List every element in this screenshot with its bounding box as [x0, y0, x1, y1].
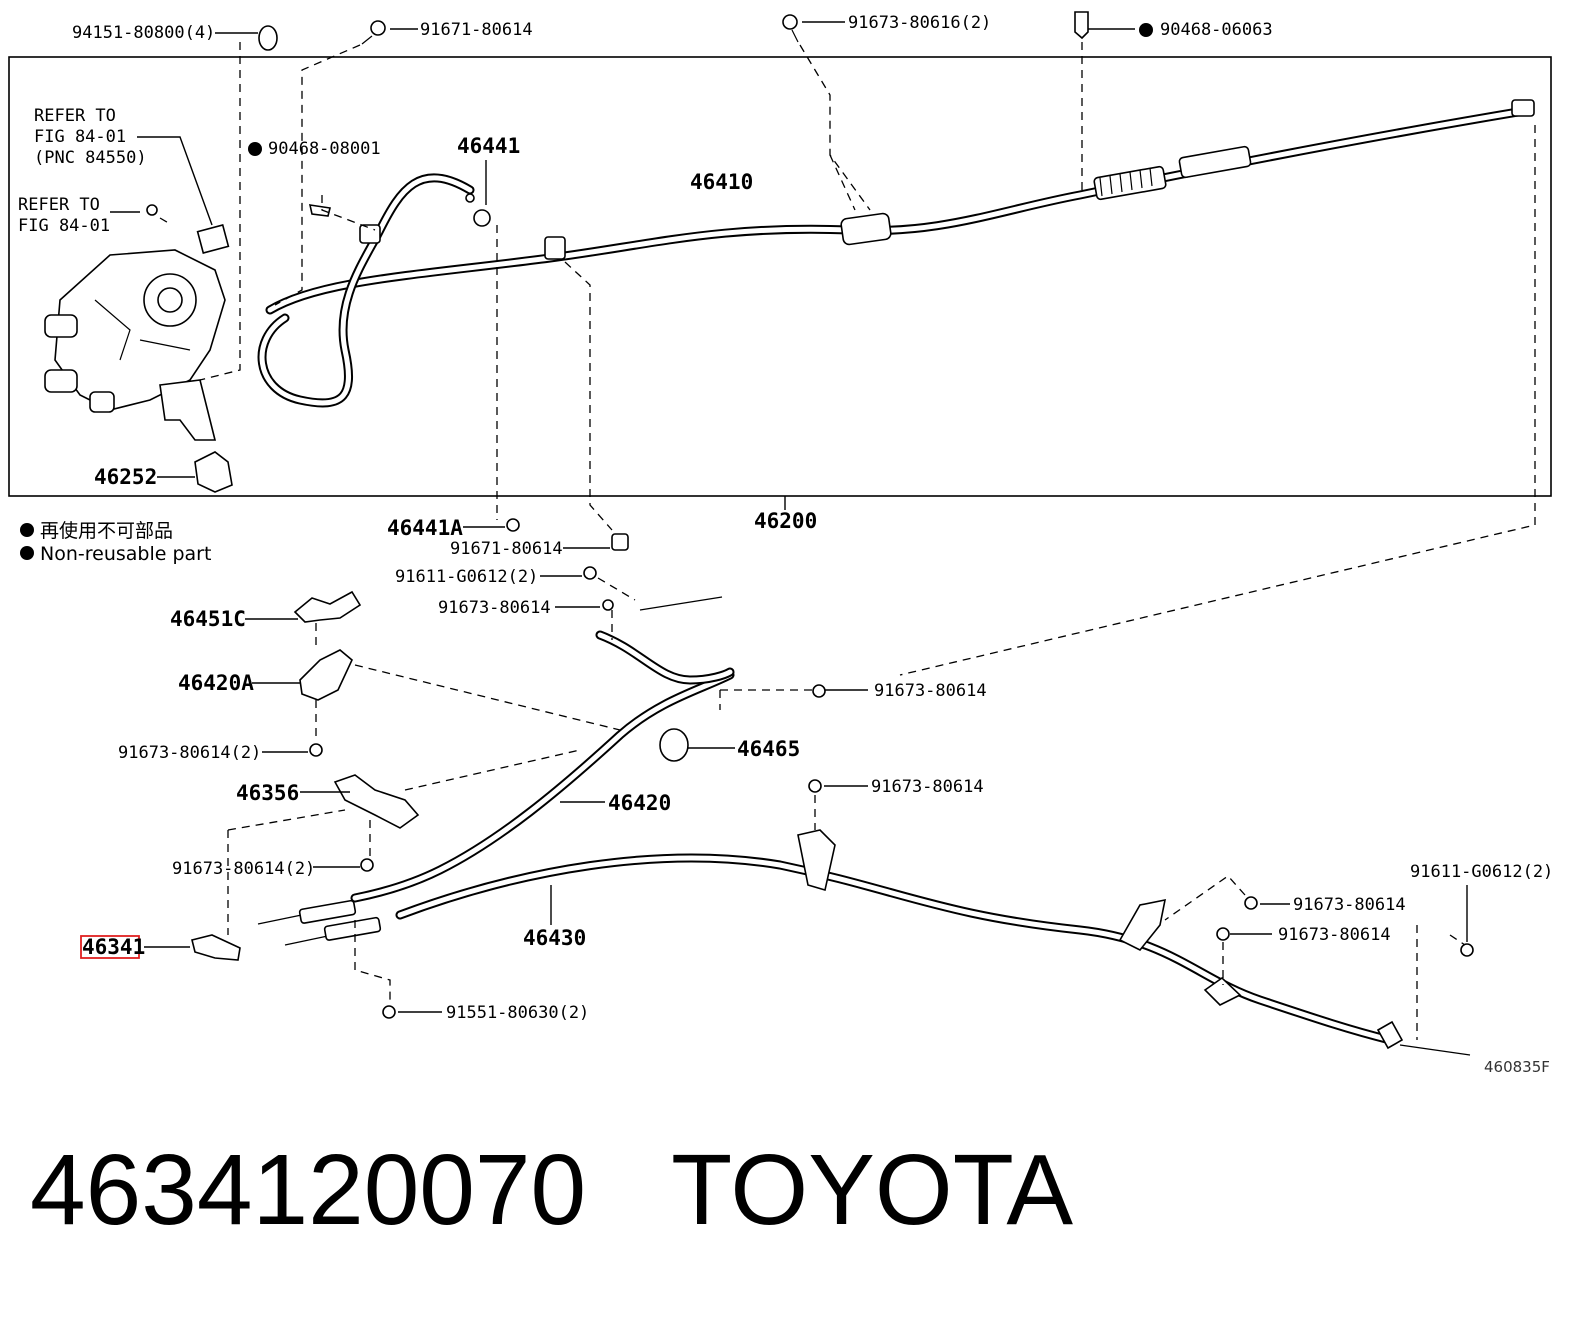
callout-91673-80614-r2: 91673-80614: [871, 777, 984, 797]
callout-91671-80614-mid: 91671-80614: [450, 539, 563, 559]
callout-46420A: 46420A: [178, 671, 254, 695]
clamp-46465: [659, 728, 689, 762]
rear-cable-46420: [257, 596, 735, 925]
callout-91673-80614-r1: 91673-80614: [874, 681, 987, 701]
callout-91673-80614-l2: 91673-80614(2): [118, 743, 261, 763]
callout-91673-80614-mid: 91673-80614: [438, 598, 551, 618]
figure-code: 460835F: [1484, 1058, 1550, 1076]
callout-46341: 46341: [82, 935, 145, 959]
small-hardware-top: [258, 11, 1089, 227]
callout-46356: 46356: [236, 781, 299, 805]
callout-91673-80614-r4: 91673-80614: [1278, 925, 1391, 945]
legend-text-jp: 再使用不可部品: [40, 520, 173, 542]
callout-94151-80800: 94151-80800(4): [72, 23, 215, 43]
callout-91611-g0612-mid: 91611-G0612(2): [395, 567, 538, 587]
bracket-46451C: [293, 590, 362, 623]
callout-91673-80614-l3: 91673-80614(2): [172, 859, 315, 879]
non-reusable-mark-90468-06063: [1139, 23, 1153, 37]
leader-lines-upper: [110, 21, 1536, 676]
bracket-46420A: [299, 649, 353, 701]
footer-brand: TOYOTA: [671, 1134, 1074, 1246]
callout-46252: 46252: [94, 465, 157, 489]
callout-90468-08001: 90468-08001: [268, 139, 381, 159]
leader-lines-lower: [144, 526, 1468, 1040]
callout-91673-80616: 91673-80616(2): [848, 13, 991, 33]
refer1-line3: (PNC 84550): [34, 148, 147, 168]
rear-cable-46430: [284, 829, 1471, 1056]
refer2-line2: FIG 84-01: [18, 216, 110, 236]
small-hardware-mid: [309, 518, 1474, 1019]
assembly-frame-46200: [8, 56, 1552, 497]
front-cable-46410: [257, 99, 1535, 408]
callout-90468-06063: 90468-06063: [1160, 20, 1273, 40]
callout-91611-g0612-right: 91611-G0612(2): [1410, 862, 1553, 882]
callout-91671-80614-top: 91671-80614: [420, 20, 533, 40]
bracket-46356: [333, 774, 420, 829]
callout-46441: 46441: [457, 134, 520, 158]
callout-46430: 46430: [523, 926, 586, 950]
refer1-line1: REFER TO: [34, 106, 116, 126]
highlight-box-46341: [80, 935, 140, 959]
callout-46200: 46200: [754, 509, 817, 533]
footer-caption: 4634120070 TOYOTA: [30, 1135, 1073, 1245]
callout-91551-80630: 91551-80630(2): [446, 1003, 589, 1023]
legend-bullet-en: [20, 546, 34, 560]
equalizer-46341: [191, 934, 241, 961]
refer1-line2: FIG 84-01: [34, 127, 126, 147]
callout-46465: 46465: [737, 737, 800, 761]
parking-brake-pedal-assembly: [44, 204, 230, 441]
non-reusable-mark-90468-08001: [248, 142, 262, 156]
callout-46441A: 46441A: [387, 516, 463, 540]
footer-part-number: 4634120070: [30, 1134, 587, 1246]
legend-bullet-jp: [20, 523, 34, 537]
callout-91673-80614-r3: 91673-80614: [1293, 895, 1406, 915]
callout-46420: 46420: [608, 791, 671, 815]
callout-46410: 46410: [690, 170, 753, 194]
legend-text-en: Non-reusable part: [40, 543, 211, 565]
boot-46252: [194, 451, 233, 493]
callout-46451C: 46451C: [170, 607, 246, 631]
refer2-line1: REFER TO: [18, 195, 100, 215]
